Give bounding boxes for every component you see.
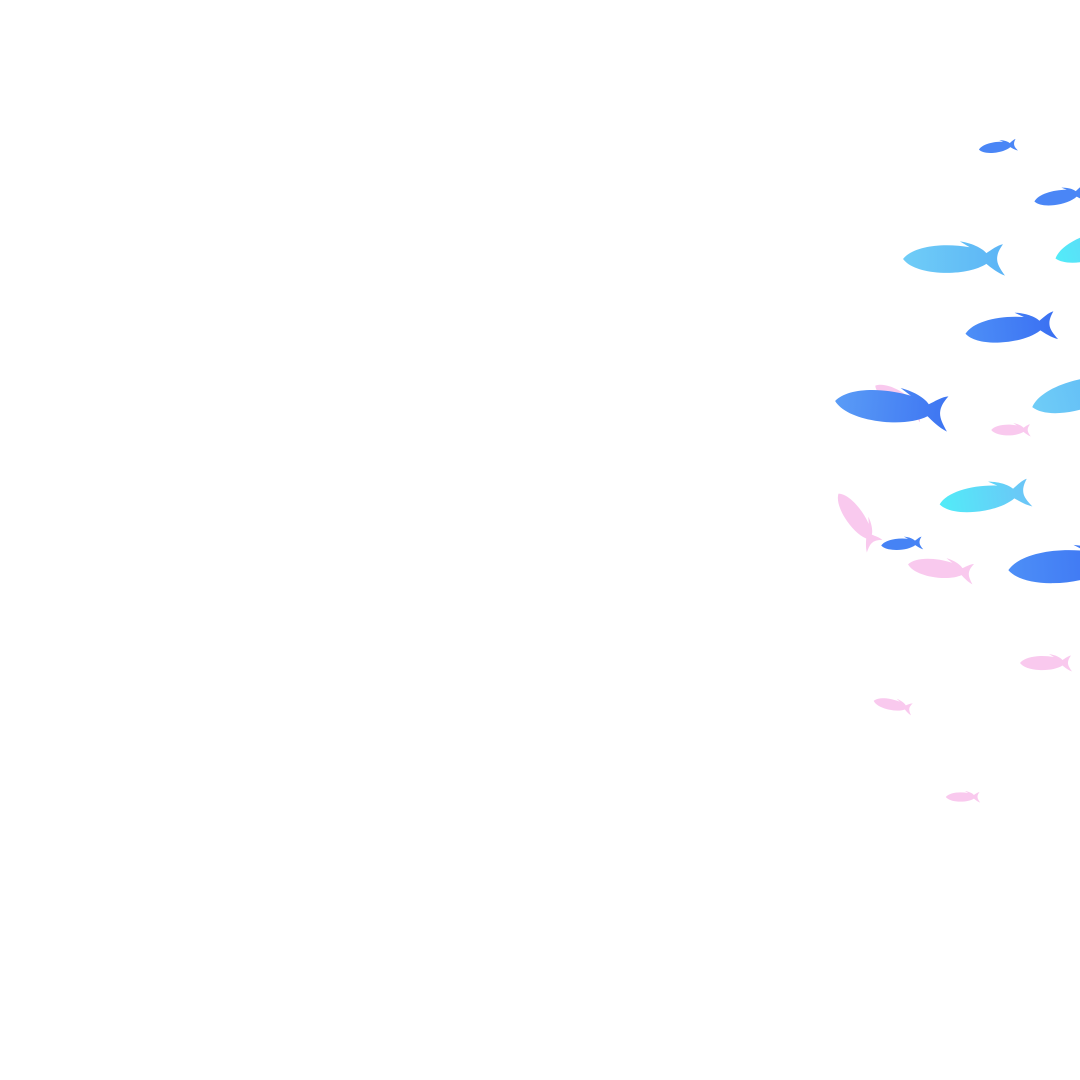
cyan-fish [1050, 214, 1080, 274]
pink-fish [991, 423, 1031, 437]
pink-fish [1020, 654, 1072, 672]
pink-fish [906, 552, 976, 585]
cyan-fish [937, 475, 1033, 520]
pink-fish [829, 487, 885, 553]
blue-fish [963, 308, 1059, 349]
blue-fish [880, 535, 924, 553]
sky-fish [1027, 360, 1080, 425]
sky-fish [903, 241, 1005, 276]
blue-fish [1006, 541, 1080, 590]
blue-fish [1032, 183, 1080, 210]
pink-fish [872, 694, 914, 716]
blue-fish [978, 137, 1018, 156]
pink-fish [945, 791, 981, 803]
